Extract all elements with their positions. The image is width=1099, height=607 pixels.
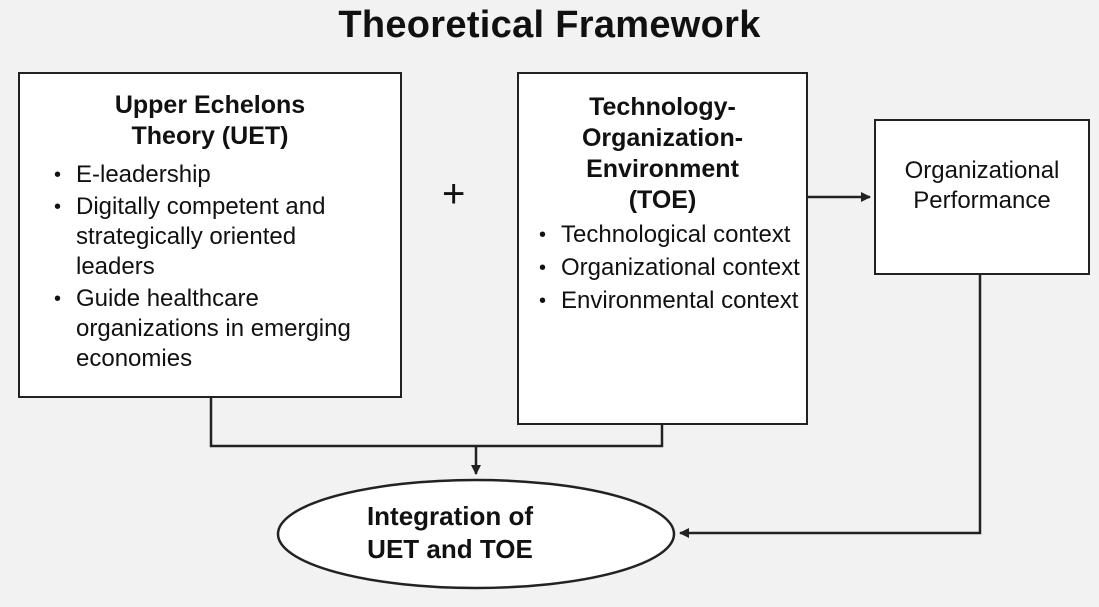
integration-label-line: Integration of	[366, 501, 534, 531]
uet-toe-merge-connector	[209, 398, 664, 448]
toe-point: Organizational context	[539, 253, 801, 283]
plus-operator: +	[442, 172, 466, 216]
diagram-title: Theoretical Framework	[338, 4, 761, 46]
uet-point-list: E-leadership Digitally competent and str…	[54, 160, 376, 374]
toe-title-line: Technology-	[589, 93, 736, 121]
toe-box: Technology- Organization- Environment (T…	[517, 72, 808, 425]
toe-title-line: Environment	[586, 155, 739, 183]
performance-to-integration-arrow	[679, 275, 982, 538]
uet-point: Digitally competent and strategically or…	[54, 192, 376, 282]
toe-title-line: Organization-	[581, 124, 744, 152]
uet-title-line: Upper Echelons	[114, 91, 306, 119]
toe-point-list: Technological context Organizational con…	[539, 220, 801, 316]
toe-point: Environmental context	[539, 286, 801, 316]
integration-label: Integration of UET and TOE	[310, 500, 590, 566]
integration-ellipse	[276, 478, 676, 590]
uet-box: Upper Echelons Theory (UET) E-leadership…	[18, 72, 402, 398]
toe-title-line: (TOE)	[628, 186, 697, 214]
uet-title-line: Theory (UET)	[131, 122, 289, 150]
uet-box-title: Upper Echelons Theory (UET)	[20, 90, 400, 152]
performance-label-line: Organizational	[904, 157, 1060, 184]
performance-label: Organizational Performance	[905, 156, 1060, 216]
uet-point: E-leadership	[54, 160, 376, 190]
performance-label-line: Performance	[913, 187, 1051, 214]
toe-point: Technological context	[539, 220, 801, 250]
uet-point: Guide healthcare organizations in emergi…	[54, 284, 376, 374]
toe-box-title: Technology- Organization- Environment (T…	[519, 92, 806, 216]
performance-box: Organizational Performance	[874, 119, 1090, 275]
integration-label-line: UET and TOE	[367, 534, 533, 564]
